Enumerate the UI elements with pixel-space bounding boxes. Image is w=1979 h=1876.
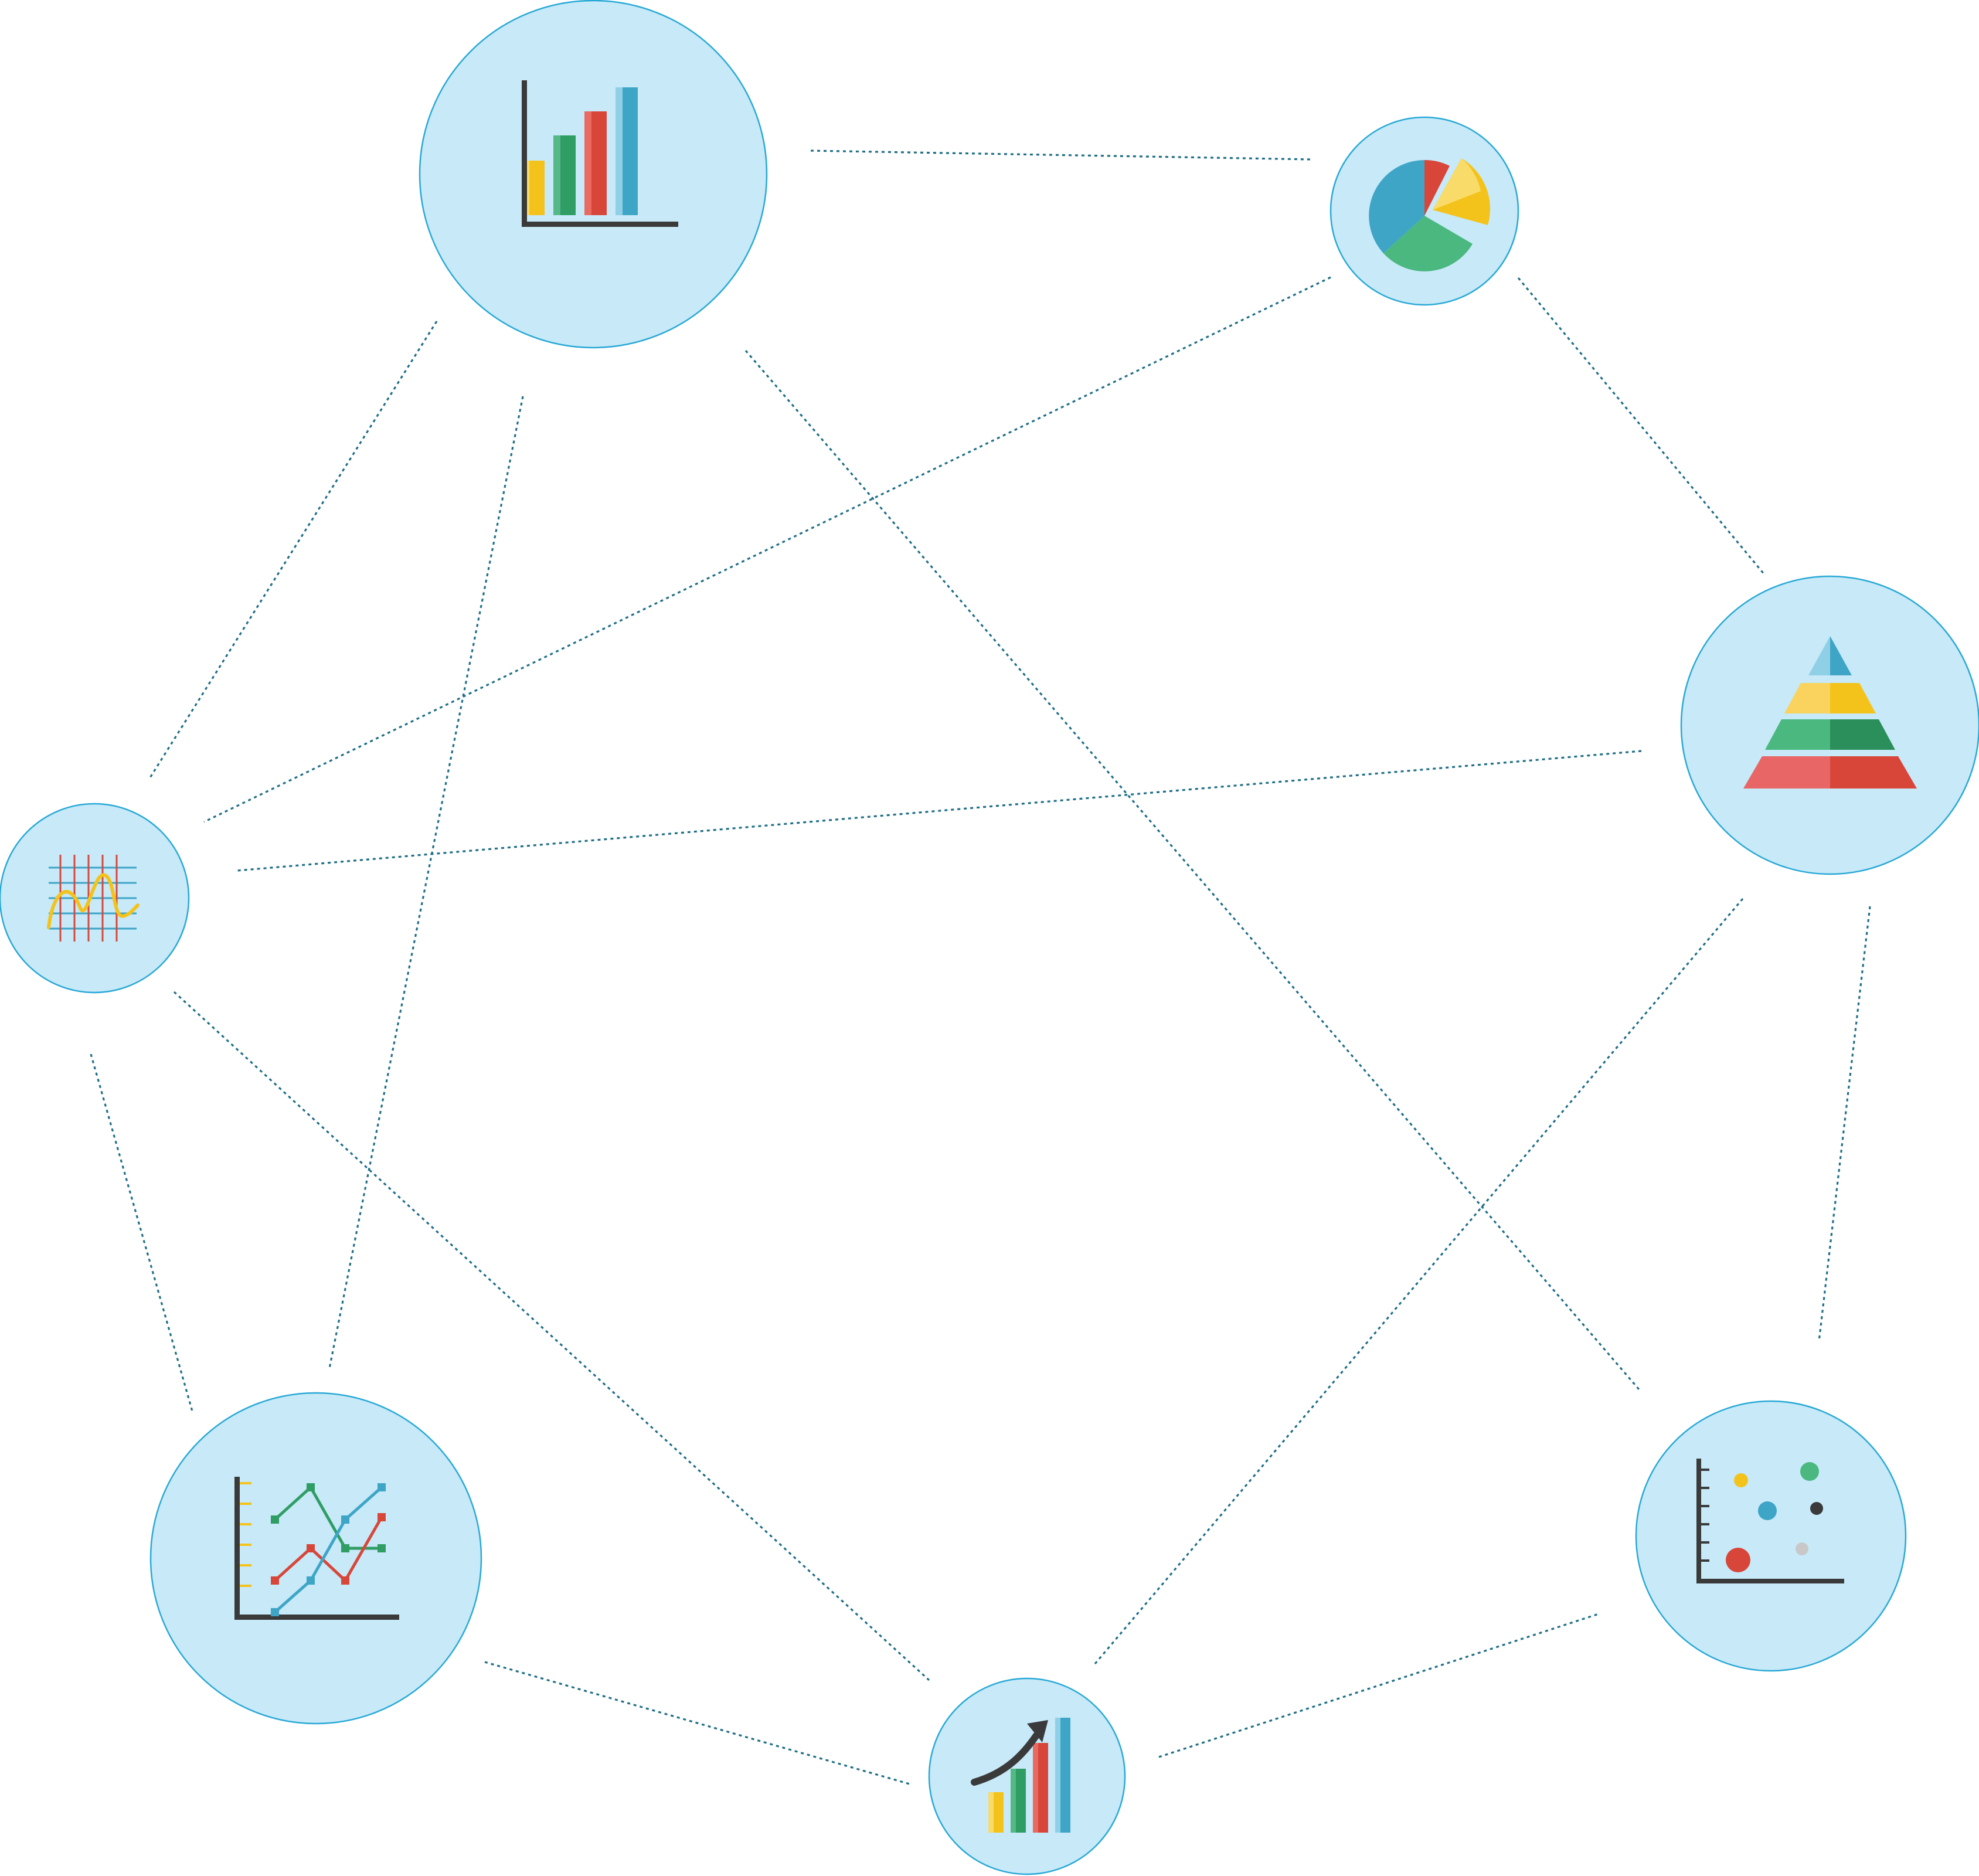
node-pyramid-chart[interactable] [1680,575,1979,875]
node-circle [149,1392,482,1725]
node-scatter-plot[interactable] [1635,1400,1907,1672]
link-pie-pyramid [1517,277,1766,576]
link-pyramid-wave [237,750,1642,872]
link-growth-scatter [1158,1612,1601,1758]
node-waveform-grid[interactable] [0,803,190,994]
link-wave-growth [173,991,930,1681]
node-line-chart[interactable] [149,1392,482,1725]
link-bar-scatter [744,349,1640,1391]
link-bar-wave [148,321,438,779]
link-pyramid-scatter [1818,906,1871,1342]
line-chart-icon [234,1477,399,1620]
pyramid-chart-icon [1743,636,1917,789]
pie-chart-icon [1369,158,1490,271]
node-circle [928,1677,1126,1875]
link-pie-wave [203,276,1331,823]
node-growth-bar-chart[interactable] [928,1677,1126,1875]
link-layer [90,149,1871,1786]
link-bar-pie [810,149,1314,161]
node-bar-chart[interactable] [419,0,768,349]
link-wave-line [90,1053,193,1412]
link-line-growth [484,1661,912,1786]
scatter-plot-icon [1696,1459,1844,1583]
growth-bar-chart-icon [971,1718,1070,1833]
link-bar-line [328,396,524,1369]
waveform-grid-icon [47,855,140,942]
bar-chart-icon [522,80,678,227]
node-pie-chart[interactable] [1329,116,1519,306]
node-circle [1635,1400,1907,1672]
